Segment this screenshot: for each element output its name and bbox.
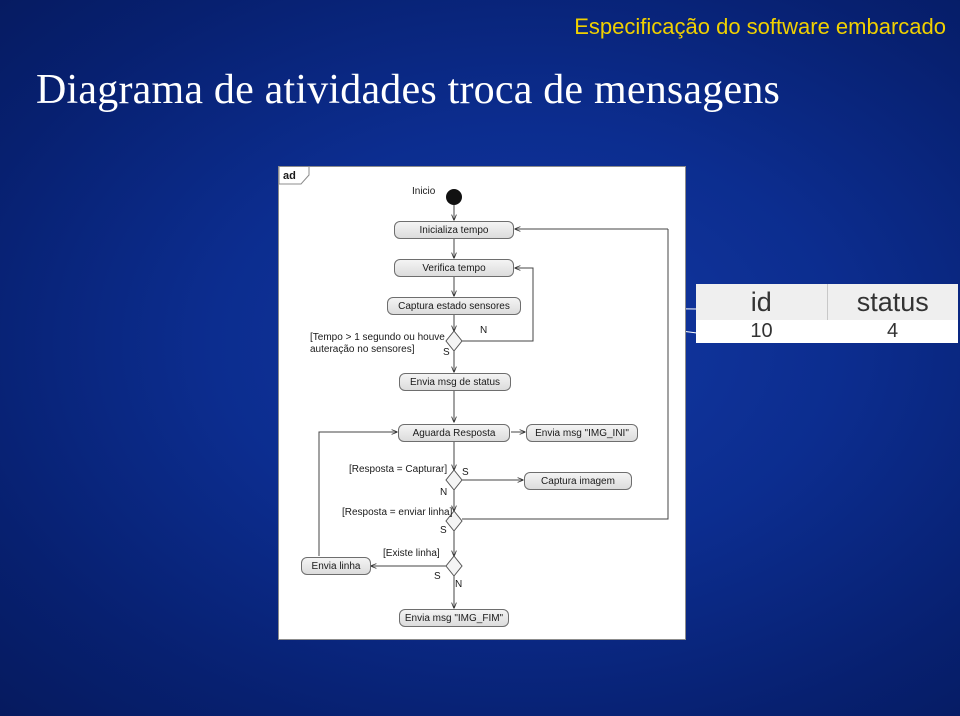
- activity-diagram: ad Inicio Inicializa tempo Verifica temp…: [278, 166, 686, 640]
- slide-title: Diagrama de atividades troca de mensagen…: [36, 67, 781, 113]
- action-captura-imagem: Captura imagem: [524, 472, 632, 490]
- status-table-cell-id: 10: [696, 320, 827, 343]
- guard-d2-n: N: [440, 487, 448, 498]
- decision-existe-linha: [445, 555, 463, 577]
- guard-capturar: [Resposta = Capturar]: [349, 464, 448, 475]
- status-table-cell-status: 4: [827, 320, 958, 343]
- diagram-edges: [279, 167, 669, 639]
- action-envia-img-ini: Envia msg "IMG_INI": [526, 424, 638, 442]
- guard-d2-s: S: [462, 467, 469, 478]
- action-inicializa-tempo: Inicializa tempo: [394, 221, 514, 239]
- action-aguarda-resposta: Aguarda Resposta: [398, 424, 510, 442]
- status-table: id status 10 4: [696, 284, 958, 343]
- table-row: 10 4: [696, 320, 958, 343]
- guard-d4-n: N: [455, 579, 463, 590]
- guard-tempo-line1: [Tempo > 1 segundo ou houve: [310, 332, 445, 343]
- guard-existe-linha: [Existe linha]: [383, 548, 440, 559]
- frame-tag-box: [279, 167, 310, 185]
- decision-tempo: [445, 330, 463, 352]
- action-envia-linha: Envia linha: [301, 557, 371, 575]
- frame-tag: ad: [283, 170, 296, 182]
- guard-d4-s: S: [434, 571, 441, 582]
- guard-enviar-linha: [Resposta = enviar linha]: [342, 507, 453, 518]
- decision-enviar-linha: [445, 510, 463, 532]
- guard-d1-s: S: [443, 347, 450, 358]
- guard-d1-n: N: [480, 325, 488, 336]
- start-label: Inicio: [412, 186, 436, 197]
- guard-d3-s: S: [440, 525, 447, 536]
- slide-subtitle: Especificação do software embarcado: [574, 14, 946, 39]
- action-captura-estado: Captura estado sensores: [387, 297, 521, 315]
- decision-capturar: [445, 469, 463, 491]
- action-envia-img-fim: Envia msg "IMG_FIM": [399, 609, 509, 627]
- status-table-header-status: status: [827, 284, 958, 320]
- status-table-header-id: id: [696, 284, 828, 320]
- start-node: [446, 189, 462, 205]
- action-envia-status: Envia msg de status: [399, 373, 511, 391]
- action-verifica-tempo: Verifica tempo: [394, 259, 514, 277]
- guard-tempo-line2: auteração no sensores]: [310, 344, 415, 355]
